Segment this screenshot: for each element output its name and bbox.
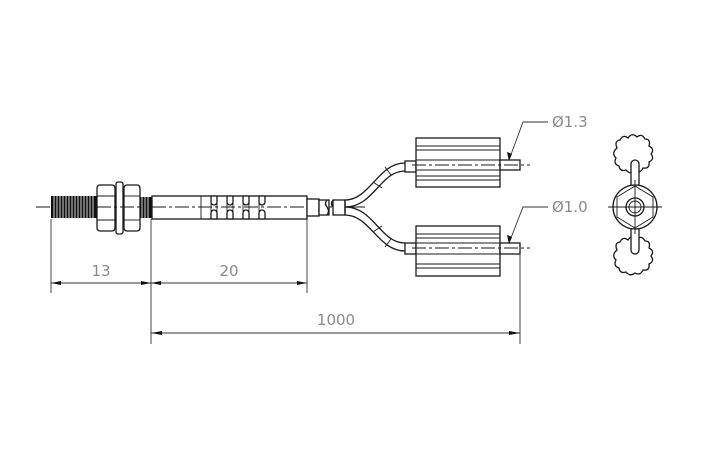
diameter-leader-lower (507, 206, 548, 244)
sensor-sleeve (151, 195, 308, 220)
dimension-label-20: 20 (219, 262, 238, 280)
dimension-cable-length (151, 331, 520, 335)
cable-break (306, 198, 346, 217)
split-fiber-cables (344, 160, 417, 255)
lower-gear-outline (613, 236, 654, 276)
diameter-label-lower: Ø1.0 (552, 198, 588, 216)
dimension-thread-length (51, 281, 151, 285)
dimension-label-1000: 1000 (317, 311, 355, 329)
upper-gear-outline (613, 134, 654, 174)
lower-fiber-block (412, 225, 530, 277)
dimension-sleeve-length (151, 281, 307, 285)
hex-nut-assembly (96, 181, 141, 235)
upper-fiber-block (412, 137, 530, 188)
diameter-leader-upper (507, 121, 548, 161)
end-view (608, 134, 662, 276)
diameter-label-upper: Ø1.3 (552, 113, 588, 131)
dimension-label-13: 13 (91, 262, 110, 280)
threaded-tip (51, 196, 152, 218)
